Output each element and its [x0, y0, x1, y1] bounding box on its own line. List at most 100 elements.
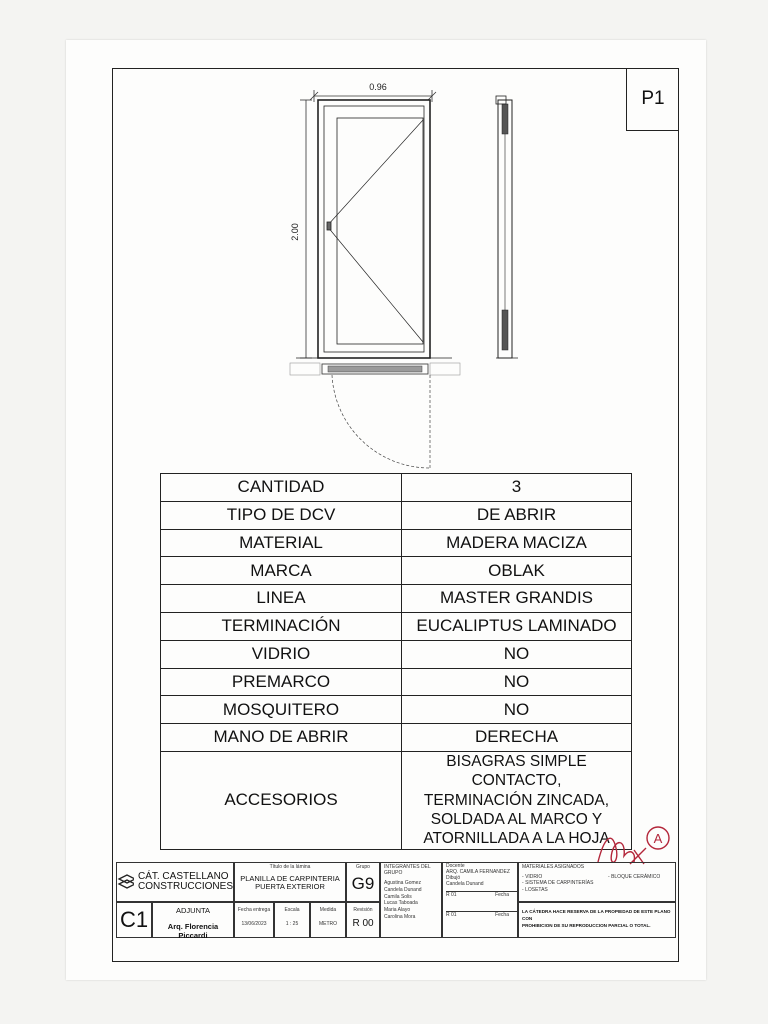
- sheet-id-cell: C1: [116, 902, 152, 938]
- medida-cell: Medida METRO: [310, 902, 346, 938]
- revision-code: R 01: [446, 892, 457, 898]
- materiales-cell: MATERIALES ASIGNADOS - VIDRIO - SISTEMA …: [518, 862, 676, 902]
- integrante-name: Camila Solis: [384, 893, 412, 900]
- docente-name: ARQ. CAMILA FERNANDEZ: [446, 868, 510, 875]
- drawing-frame: [112, 68, 679, 962]
- grupo-value: G9: [351, 873, 375, 893]
- titulo-line1: PLANILLA DE CARPINTERIA: [240, 873, 340, 883]
- docente-label: Docente: [446, 863, 465, 869]
- materiales-label: MATERIALES ASIGNADOS: [522, 864, 585, 870]
- spec-value: DERECHA: [401, 723, 632, 752]
- medida-value: METRO: [318, 920, 338, 927]
- revision-row: R 01 Fecha: [446, 910, 517, 919]
- spec-row-linea: LINEA MASTER GRANDIS: [160, 584, 632, 613]
- sheet-code: P1: [626, 68, 679, 131]
- spec-row-tipo: TIPO DE DCV DE ABRIR: [160, 500, 632, 530]
- door-elevation: [296, 99, 452, 359]
- spec-label: CANTIDAD: [160, 473, 402, 502]
- height-dimension-label: 2.00: [290, 223, 300, 241]
- spec-label: MARCA: [160, 556, 402, 586]
- docente-cell: Docente ARQ. CAMILA FERNANDEZ Dibujó Can…: [442, 862, 518, 938]
- grupo-cell: Grupo G9: [346, 862, 380, 902]
- fecha-cell: Fecha entrega 13/06/2023: [234, 902, 274, 938]
- fecha-value: 13/06/2023: [241, 920, 267, 927]
- titulo-line2: PUERTA EXTERIOR: [255, 881, 325, 891]
- accessories-line: SOLDADA AL MARCO Y: [430, 811, 603, 829]
- spec-value: NO: [401, 639, 632, 669]
- spec-row-mosquitero: MOSQUITERO NO: [160, 695, 632, 725]
- adjunta-cell: ADJUNTA Arq. Florencia Piccardi: [152, 902, 234, 940]
- integrante-name: Carolina Mora: [384, 913, 416, 920]
- spec-table: CANTIDAD 3 TIPO DE DCV DE ABRIR MATERIAL…: [160, 473, 632, 850]
- grupo-label: Grupo: [356, 864, 370, 870]
- revision-value: R 00: [352, 917, 374, 929]
- door-plan: [289, 362, 461, 469]
- spec-row-premarco: PREMARCO NO: [160, 667, 632, 697]
- adjunta-name: Arq. Florencia Piccardi: [167, 922, 219, 940]
- spec-label: MOSQUITERO: [160, 695, 402, 725]
- material-item: - LOSETAS: [522, 887, 548, 893]
- spec-row-vidrio: VIDRIO NO: [160, 639, 632, 669]
- spec-label: LINEA: [160, 584, 402, 613]
- brand-logo-icon: [117, 874, 134, 889]
- title-block: CÁT. CASTELLANO CONSTRUCCIONES C1 ADJUNT…: [116, 862, 676, 940]
- fecha-label: Fecha entrega: [237, 907, 271, 913]
- spec-label: TERMINACIÓN: [160, 611, 402, 641]
- spec-label: MATERIAL: [160, 528, 402, 558]
- dibujo-name: Candela Dunand: [446, 880, 484, 887]
- reserva-cell: LA CÁTEDRA HACE RESERVA DE LA PROPIEDAD …: [518, 902, 676, 938]
- integrantes-cell: INTEGRANTES DEL GRUPO Agustina Gomez Can…: [380, 862, 442, 938]
- material-item: - SISTEMA DE CARPINTERÍAS: [522, 880, 594, 887]
- revision-label: Revisión: [353, 907, 373, 913]
- integrante-name: Agustina Gomez: [384, 880, 421, 886]
- brand-subtitle: CONSTRUCCIONES: [137, 881, 233, 892]
- height-dimension: [300, 99, 312, 359]
- spec-row-cantidad: CANTIDAD 3: [160, 473, 632, 502]
- escala-label: Escala: [284, 907, 300, 913]
- width-dimension-label: 0.96: [369, 82, 387, 92]
- spec-label: PREMARCO: [160, 667, 402, 697]
- spec-value: DE ABRIR: [401, 500, 632, 530]
- material-item: - VIDRIO: [522, 873, 543, 880]
- sheet-code-text: P1: [641, 88, 665, 109]
- spec-label: VIDRIO: [160, 639, 402, 669]
- svg-text:A: A: [654, 831, 663, 846]
- integrante-name: Candela Dunand: [384, 886, 422, 893]
- spec-row-accesorios: ACCESORIOS BISAGRAS SIMPLE CONTACTO, TER…: [160, 750, 632, 850]
- accessories-line: ATORNILLADA A LA HOJA: [423, 830, 610, 848]
- integrantes-label: INTEGRANTES DEL GRUPO: [384, 864, 431, 876]
- reserva-line: LA CÁTEDRA HACE RESERVA DE LA PROPIEDAD …: [522, 909, 671, 921]
- width-dimension: [309, 90, 437, 102]
- spec-value: OBLAK: [401, 556, 632, 586]
- material-item: - BLOQUE CERÁMICO: [608, 873, 661, 880]
- spec-value: MADERA MACIZA: [401, 528, 632, 558]
- titulo-cell: Título de la lámina PLANILLA DE CARPINTE…: [234, 862, 346, 902]
- spec-value: NO: [401, 695, 632, 725]
- door-section: [495, 95, 518, 359]
- revision-code: R 01: [446, 911, 457, 918]
- revision-fecha: Fecha: [495, 892, 509, 898]
- spec-row-mano: MANO DE ABRIR DERECHA: [160, 723, 632, 752]
- spec-label: ACCESORIOS: [160, 750, 402, 850]
- dibujo-label: Dibujó: [446, 875, 461, 881]
- brand-name: CÁT. CASTELLANO: [137, 870, 229, 882]
- spec-value: EUCALIPTUS LAMINADO: [401, 611, 632, 641]
- spec-row-marca: MARCA OBLAK: [160, 556, 632, 586]
- sheet-id: C1: [119, 907, 149, 932]
- revision-fecha: Fecha: [495, 911, 509, 918]
- spec-value: BISAGRAS SIMPLE CONTACTO, TERMINACIÓN ZI…: [401, 750, 632, 850]
- titulo-label: Título de la lámina: [269, 864, 311, 870]
- integrante-name: Maria Alayo: [384, 907, 411, 913]
- reserva-line: PROHIBICION DE SU REPRODUCCION PARCIAL O…: [522, 922, 651, 928]
- adjunta-label: ADJUNTA: [175, 906, 211, 915]
- medida-label: Medida: [319, 907, 337, 913]
- spec-label: TIPO DE DCV: [160, 500, 402, 530]
- brand-cell: CÁT. CASTELLANO CONSTRUCCIONES: [116, 862, 234, 902]
- spec-row-terminacion: TERMINACIÓN EUCALIPTUS LAMINADO: [160, 611, 632, 641]
- spec-row-material: MATERIAL MADERA MACIZA: [160, 528, 632, 558]
- accessories-line: BISAGRAS SIMPLE CONTACTO,: [446, 752, 587, 790]
- escala-cell: Escala 1 : 25: [274, 902, 310, 938]
- escala-value: 1 : 25: [285, 920, 299, 927]
- revision-cell: Revisión R 00: [346, 902, 380, 938]
